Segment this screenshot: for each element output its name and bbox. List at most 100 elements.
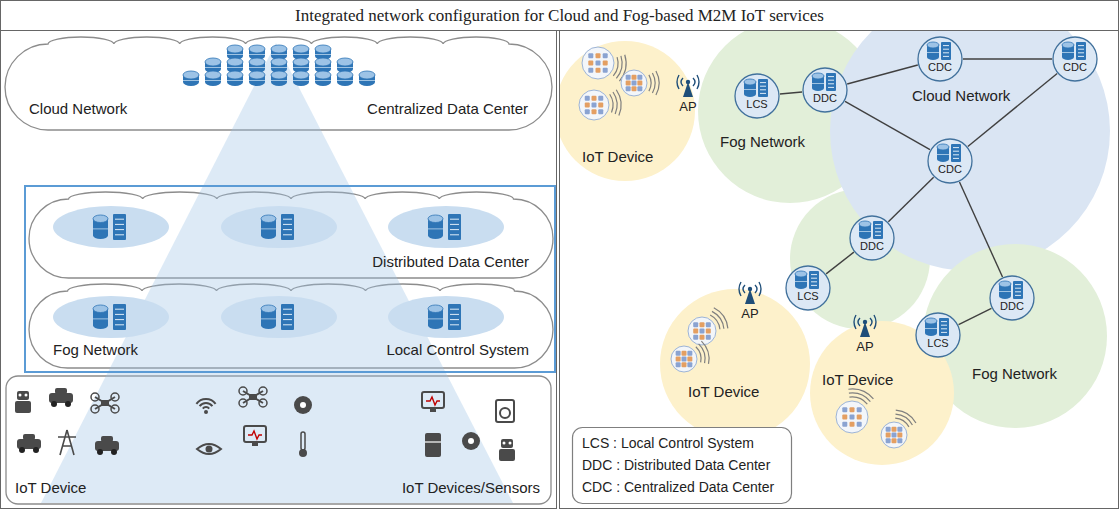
abbreviation-line: LCS : Local Control System [582, 435, 754, 452]
iot-device-cluster-part [671, 346, 697, 372]
server-cylinder [293, 71, 309, 86]
iot-device-cluster-part [886, 427, 891, 432]
server-rack-part [875, 224, 881, 225]
abbreviation-box-outline-part [573, 428, 792, 504]
iot-device-cluster-part [892, 433, 897, 438]
data-center-pod-part [53, 206, 169, 248]
server-rack [758, 79, 768, 97]
server-cylinder [93, 215, 108, 239]
access-point-outline-part [863, 320, 867, 324]
iot-device-icon-part [462, 432, 480, 450]
iot-device-cluster-part [632, 81, 637, 86]
server-cylinder-part [744, 91, 756, 97]
node-label: LCS [915, 337, 961, 350]
iot-device-cluster-part [588, 68, 593, 73]
server-cylinder-part [93, 305, 108, 313]
server-rack [448, 304, 461, 330]
node-label: DDC [802, 92, 848, 105]
network-panel: IoT DeviceAPFog NetworkLCSDDCCloud Netwo… [559, 30, 1119, 509]
iot-device-cluster-part [892, 438, 897, 443]
server-rack-part [283, 229, 292, 230]
iot-device-icon-part [25, 394, 28, 397]
server-cylinder-part [337, 67, 353, 68]
server-cylinder-part [927, 52, 939, 53]
server-rack-part [115, 229, 124, 230]
server-cylinder [315, 71, 331, 86]
iot-device-cluster-part [687, 362, 692, 367]
server-cylinder-part [428, 322, 443, 330]
server-cylinder-part [925, 330, 937, 336]
server-rack-part [448, 304, 461, 330]
iot-device-cluster-part [603, 53, 608, 58]
server-rack-part [1078, 45, 1084, 46]
abbreviation-box: LCS : Local Control SystemDDC : Distribu… [572, 427, 792, 504]
iot-device-icon-part [509, 442, 512, 445]
server-cylinder-part [261, 232, 276, 240]
iot-device-icon-part [65, 401, 71, 407]
server-cylinder-part [205, 71, 221, 79]
server-cylinder-part [205, 80, 221, 81]
server-cylinder-part [293, 45, 309, 53]
server-cylinder-part [795, 281, 807, 282]
server-rack-part [875, 228, 881, 229]
server-rack-part [809, 271, 819, 289]
server-rack [1076, 42, 1086, 60]
server-rack [809, 271, 819, 289]
server-cylinder [249, 71, 265, 86]
server-rack-part [450, 219, 459, 220]
iot-device-cluster-part [676, 362, 681, 367]
iot-device-cluster-part [585, 96, 590, 101]
server-rack-part [811, 274, 817, 275]
server-cylinder-part [227, 80, 243, 81]
access-point-outline-part [686, 80, 690, 84]
iot-device-cluster-part [842, 407, 847, 412]
access-point: AP [848, 315, 882, 357]
access-point-outline-part [683, 82, 693, 97]
server-rack [941, 42, 951, 60]
iot-device-cluster-part [621, 70, 647, 96]
server-cylinder-part [183, 80, 199, 81]
access-point-outline-part [854, 315, 856, 329]
server-cylinder-part [271, 54, 287, 55]
server-rack-part [115, 224, 124, 225]
server-rack-part [1078, 52, 1084, 53]
server-cylinder-part [359, 71, 375, 79]
zone-label: Cloud Network [912, 87, 1010, 105]
data-center-pod [221, 296, 337, 338]
iot-device-icon-part [17, 391, 29, 400]
iot-zone: IoT Device [660, 289, 810, 439]
iot-device-icon [299, 432, 307, 457]
server-rack-part [283, 224, 292, 225]
server-cylinder-part [795, 271, 807, 277]
iot-device-icon-part [197, 444, 221, 454]
server-rack-part [943, 56, 949, 57]
iot-device-band: IoT DeviceIoT Devices/Sensors [5, 375, 552, 505]
iot-device-icon-part [259, 399, 267, 407]
server-rack-part [828, 87, 834, 88]
iot-device-icon-part [244, 426, 266, 442]
iot-device-cluster-part [579, 90, 609, 120]
server-rack [113, 214, 126, 240]
iot-device-icon [462, 432, 480, 450]
cloud-network-band: Cloud NetworkCentralized Data Center [5, 36, 552, 131]
iot-device-cluster-part [687, 357, 692, 362]
server-rack-part [115, 324, 124, 325]
iot-device-cluster-part [626, 81, 631, 86]
server-cylinder-part [261, 318, 276, 319]
iot-device-cluster-part [596, 68, 601, 73]
iot-device-cluster-part [706, 329, 711, 334]
server-rack-part [450, 234, 459, 235]
iot-device-cluster-part [892, 427, 897, 432]
server-rack-part [115, 219, 124, 220]
diagram-title: Integrated network configuration for Clo… [295, 6, 824, 25]
iot-device-cluster-part [706, 335, 711, 340]
iot-device-cluster-part [592, 103, 597, 108]
fog-zone: Fog NetworkDDCLCS [923, 244, 1107, 428]
iot-device-cluster-part [897, 438, 902, 443]
server-rack-part [1013, 281, 1023, 299]
server-rack-part [941, 42, 951, 60]
network-link [826, 252, 854, 274]
server-cylinder-part [261, 322, 276, 330]
node-label: CDC [1052, 61, 1098, 74]
iot-device-cluster-part [693, 322, 698, 327]
